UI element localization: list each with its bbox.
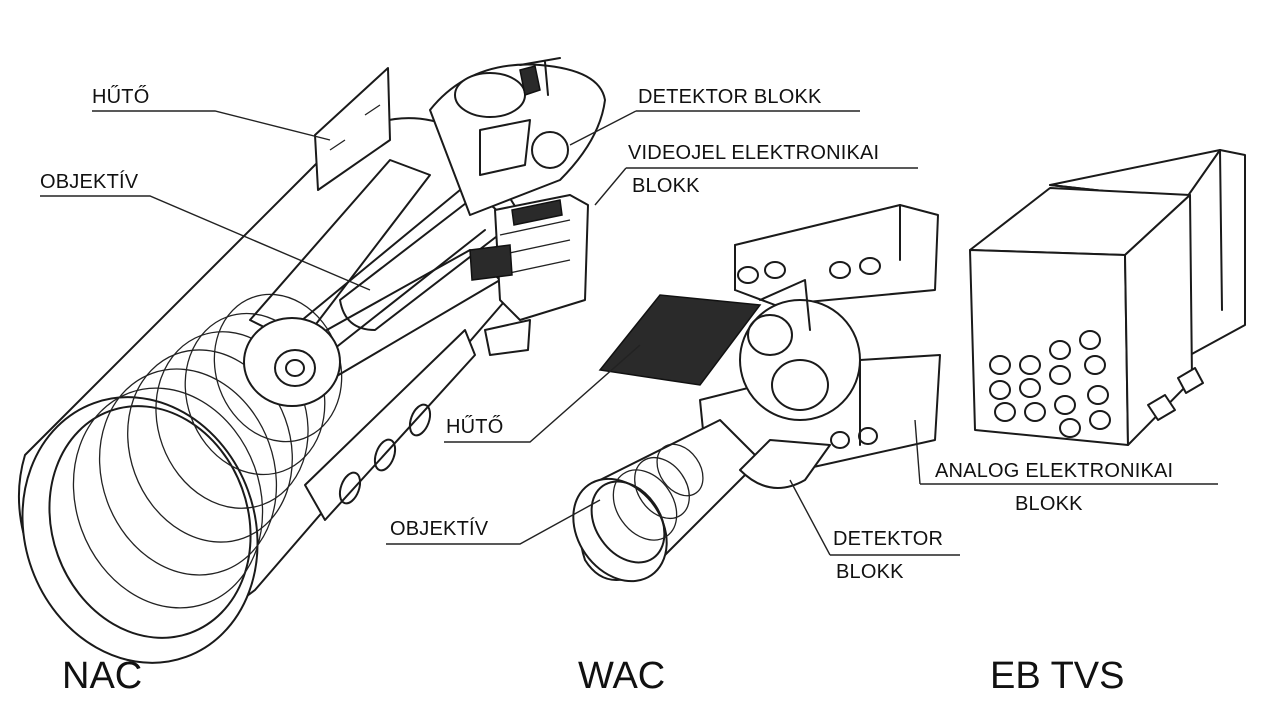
nac-objektiv-label: OBJEKTÍV	[40, 171, 139, 193]
videojel-label-line2: BLOKK	[632, 175, 700, 197]
analog-label-line1: ANALOG ELEKTRONIKAI	[935, 460, 1174, 482]
analog-label-line2: BLOKK	[1015, 493, 1083, 515]
wac-huto-label: HŰTŐ	[446, 416, 504, 438]
detektor-label-line2: BLOKK	[836, 561, 904, 583]
wac-objektiv-label: OBJEKTÍV	[390, 518, 489, 540]
wac-caption: WAC	[578, 655, 666, 697]
nac-caption: NAC	[62, 655, 143, 697]
detektor-blokk-top-label: DETEKTOR BLOKK	[638, 86, 822, 108]
videojel-label-line1: VIDEOJEL ELEKTRONIKAI	[628, 142, 880, 164]
eb-tvs-caption: EB TVS	[990, 655, 1125, 697]
detektor-label-line1: DETEKTOR	[833, 528, 944, 550]
leader-lines	[40, 110, 1218, 556]
nac-camera-drawing	[17, 57, 606, 664]
eb-tvs-drawing	[969, 149, 1246, 446]
wac-camera-drawing	[572, 204, 941, 583]
nac-huto-label: HŰTŐ	[92, 86, 150, 108]
